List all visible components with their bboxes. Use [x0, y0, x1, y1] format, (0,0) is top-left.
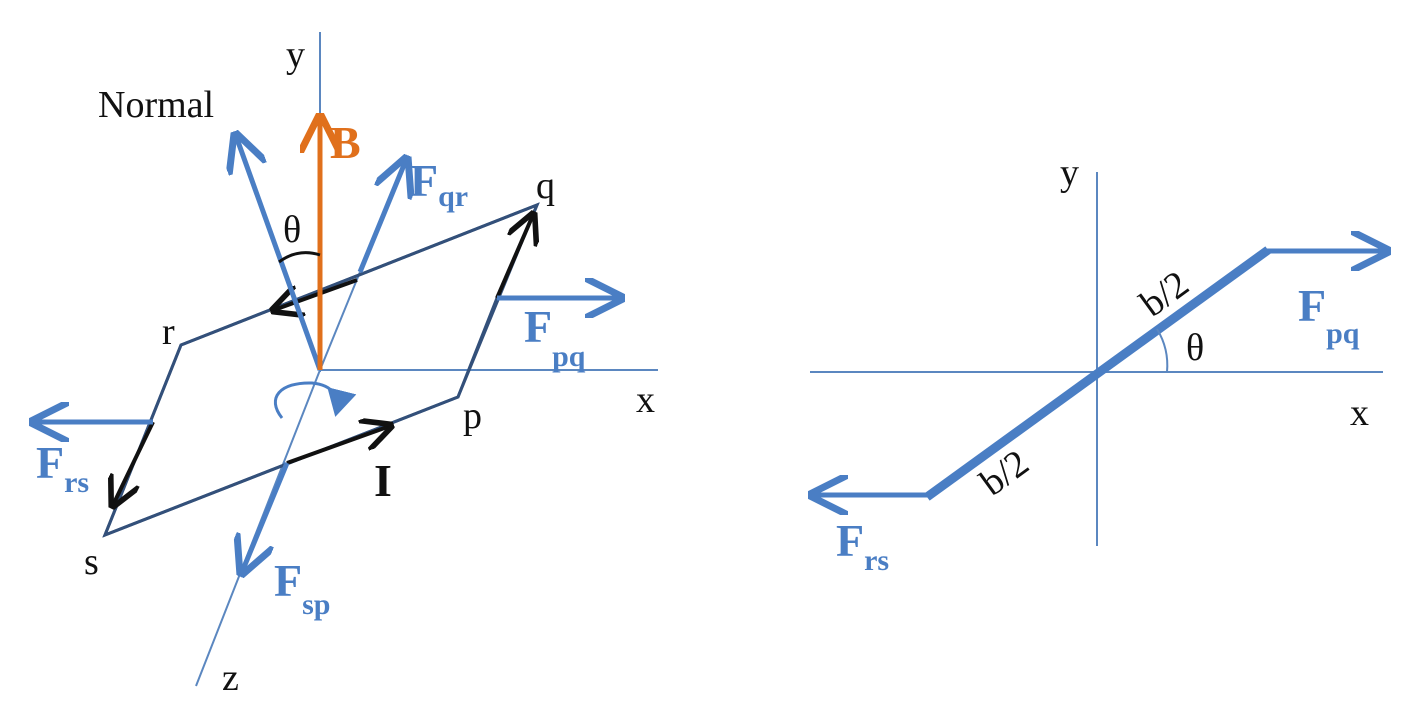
force-sp-main: F [274, 555, 302, 606]
vertex-s-label: s [84, 541, 99, 583]
force-qr-label: Fqr [410, 155, 468, 213]
force-rs-sub: rs [64, 466, 89, 499]
half-length-lower-label: b/2 [973, 442, 1037, 505]
right-force-rs-main: F [836, 515, 864, 566]
force-pq-sub: pq [552, 340, 586, 373]
right-force-rs-label: Frs [836, 515, 889, 577]
right-force-pq-label: Fpq [1298, 280, 1360, 350]
force-sp-arrow [242, 462, 290, 572]
theta-arc [278, 251, 321, 264]
current-arrow-qr [274, 278, 358, 310]
vertex-p-label: p [463, 395, 482, 437]
y-axis-label: y [286, 34, 305, 76]
current-label: I [374, 455, 392, 506]
right-x-axis-label: x [1350, 392, 1369, 434]
right-force-pq-main: F [1298, 280, 1326, 331]
vertex-q-label: q [536, 165, 555, 207]
loop-3d-view: y x z Normal B θ q r p s I Fqr Fpq Frs F… [34, 32, 658, 699]
b-field-label: B [330, 117, 361, 168]
force-rs-label: Frs [36, 437, 89, 499]
right-force-pq-sub: pq [1326, 317, 1360, 350]
side-view: y x θ b/2 b/2 Fpq Frs [810, 152, 1386, 577]
force-pq-main: F [524, 301, 552, 352]
fqr-line-axis [319, 271, 361, 371]
rotation-arrow-icon [274, 381, 357, 419]
normal-label: Normal [98, 84, 214, 126]
x-axis-label: x [636, 379, 655, 421]
current-arrow-pq [495, 215, 533, 299]
normal-vector [236, 136, 323, 371]
force-qr-main: F [410, 155, 438, 206]
current-arrow-rs [113, 421, 155, 505]
force-sp-sub: sp [302, 588, 330, 621]
force-rs-main: F [36, 437, 64, 488]
right-force-rs-sub: rs [864, 544, 889, 577]
force-sp-label: Fsp [274, 555, 330, 621]
loop-edge-rod [924, 246, 1271, 501]
vertex-r-label: r [162, 311, 175, 353]
right-y-axis-label: y [1060, 152, 1079, 194]
theta-label: θ [283, 209, 301, 251]
right-theta-arc [1156, 328, 1169, 373]
right-theta-label: θ [1186, 327, 1204, 369]
half-length-upper-label: b/2 [1133, 263, 1197, 326]
force-qr-sub: qr [438, 180, 468, 213]
current-arrow-sp [286, 426, 390, 465]
force-qr-arrow [357, 160, 406, 273]
z-axis-label: z [222, 657, 239, 699]
force-pq-label: Fpq [524, 301, 586, 373]
